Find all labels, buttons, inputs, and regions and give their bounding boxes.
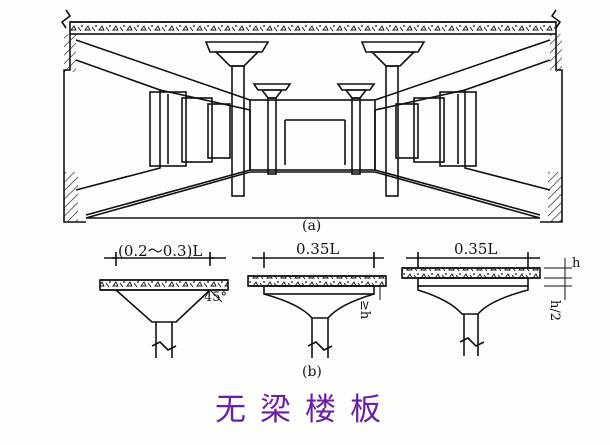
dim-label-2: 0.35L	[296, 240, 340, 258]
angle-label: 45°	[204, 290, 228, 305]
h-half-label: h/2	[547, 300, 562, 322]
dim-label-3: 0.35L	[454, 240, 498, 258]
caption-b: (b)	[302, 364, 322, 380]
h-label: h	[572, 256, 581, 271]
section-2	[247, 252, 387, 358]
section-3	[401, 252, 572, 356]
figure-title: 无梁楼板	[215, 392, 395, 428]
h-min-label: ≥h	[357, 300, 372, 320]
section-views	[99, 252, 572, 358]
caption-a: (a)	[302, 218, 322, 234]
section-1	[99, 252, 229, 358]
perspective-view	[60, 9, 563, 223]
dim-label-1: (0.2～0.3)L	[118, 242, 203, 260]
